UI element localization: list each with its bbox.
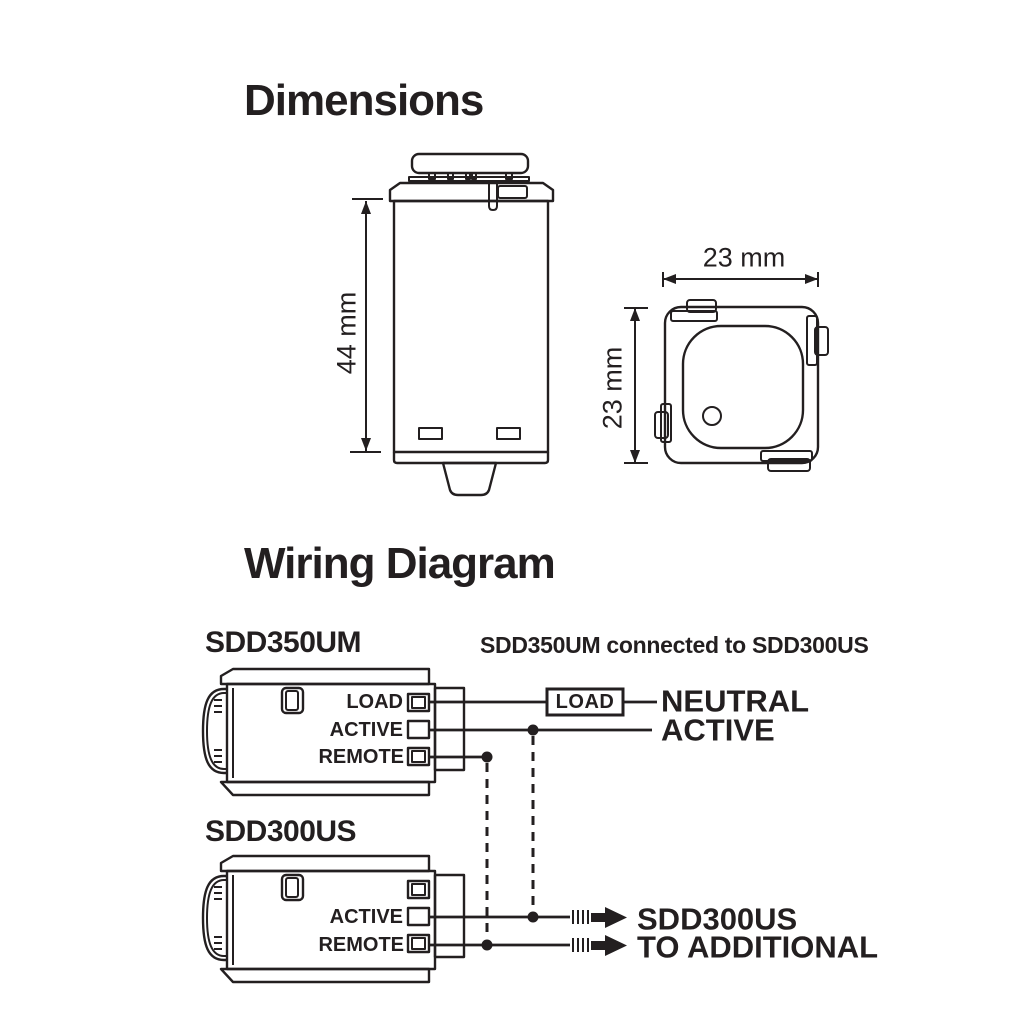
device2-terminal-active: ACTIVE xyxy=(329,906,403,928)
device2-name: SDD300US xyxy=(205,815,357,848)
front-height-label: 44 mm xyxy=(331,291,362,375)
front-view-drawing xyxy=(388,152,555,497)
wire-break-hatch xyxy=(572,938,589,952)
inline-load-box-label: LOAD xyxy=(555,691,615,713)
wires xyxy=(429,687,657,956)
junction-dot xyxy=(481,751,493,763)
top-width-label: 23 mm xyxy=(702,242,786,273)
front-view-height-dimension xyxy=(350,198,383,453)
top-view-drawing xyxy=(654,299,829,472)
junction-dot xyxy=(481,939,493,951)
active-label: ACTIVE xyxy=(661,712,775,748)
device1-terminal-active: ACTIVE xyxy=(329,719,403,741)
neutral-label: NEUTRAL xyxy=(661,683,810,719)
top-view-depth-dimension xyxy=(624,307,648,464)
top-view-width-dimension xyxy=(662,272,819,287)
wiring-title: Wiring Diagram xyxy=(244,539,556,588)
device1-terminal-remote: REMOTE xyxy=(318,746,404,768)
arrow-right-icon xyxy=(591,935,627,956)
arrow-right-icon xyxy=(591,907,627,928)
output-label-line1: SDD300US xyxy=(637,901,798,937)
top-depth-label: 23 mm xyxy=(597,346,628,430)
wire-break-hatch xyxy=(572,910,589,924)
device1-name: SDD350UM xyxy=(205,626,362,659)
device2-terminal-remote: REMOTE xyxy=(318,934,404,956)
junction-dot xyxy=(527,911,539,923)
junction-dot xyxy=(527,724,539,736)
inline-load-box xyxy=(545,687,625,717)
dimensions-title: Dimensions xyxy=(244,76,484,125)
output-label-line2: TO ADDITIONAL xyxy=(637,929,879,965)
device1-terminal-load: LOAD xyxy=(346,691,403,713)
wiring-subtitle: SDD350UM connected to SDD300US xyxy=(480,632,869,658)
